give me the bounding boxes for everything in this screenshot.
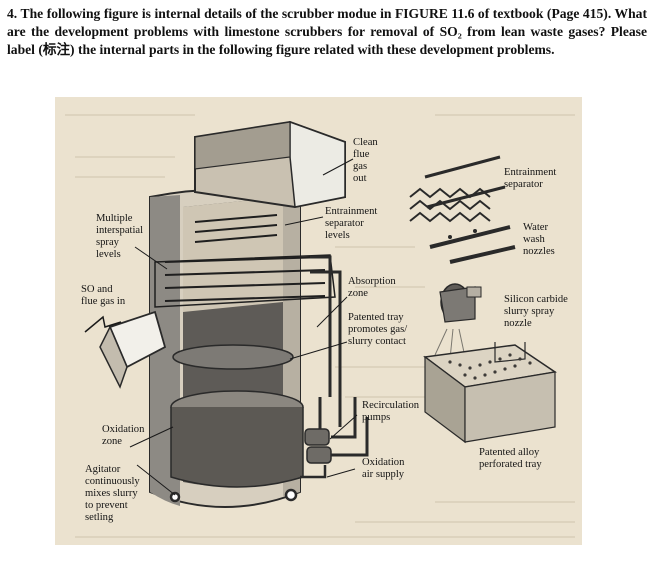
outlet-duct [194, 120, 346, 209]
internal-levels [154, 214, 336, 308]
label-agitator: Agitator continuously mixes slurry to pr… [85, 464, 140, 523]
label-entrainment-separator: Entrainment separator [504, 167, 557, 190]
question-number: 4. [7, 6, 18, 21]
label-recirculation-pumps: Recirculation pumps [362, 400, 420, 423]
scrubber-figure: Clean flue gas out Entrainment separator… [55, 97, 582, 545]
label-multiple-spray-levels: Multiple interspatial spray levels [96, 213, 144, 260]
question-text: 4. The following figure is internal deta… [7, 5, 647, 59]
oxidation-air-pipe [169, 465, 327, 503]
label-oxidation-air-supply: Oxidation air supply [362, 457, 405, 480]
label-so-and-flue-gas-in: SO and flue gas in [81, 284, 126, 307]
leader-lines [129, 158, 358, 496]
label-absorption-zone: Absorption zone [348, 276, 396, 299]
question-body: The following figure is internal details… [7, 6, 648, 57]
label-perforated-tray: Patented alloy perforated tray [479, 447, 542, 470]
separator-detail [409, 155, 516, 264]
label-silicon-carbide-nozzle: Silicon carbide slurry spray nozzle [504, 294, 568, 329]
label-oxidation-zone: Oxidation zone [102, 424, 145, 447]
label-clean-flue-gas-out: Clean flue gas out [353, 137, 378, 184]
absorption-tray [170, 344, 304, 488]
background-texture [65, 114, 575, 538]
label-patented-tray: Patented tray promotes gas/ slurry conta… [348, 312, 408, 347]
scrubber-drawing [65, 114, 575, 538]
nozzle-detail [434, 283, 482, 360]
inlet-duct [84, 310, 167, 389]
recirculation-pumps [304, 397, 369, 464]
label-entrainment-separator-levels: Entrainment separator levels [325, 206, 378, 241]
perforated-tray-detail [423, 342, 557, 444]
label-water-wash-nozzles: Water wash nozzles [523, 222, 555, 257]
